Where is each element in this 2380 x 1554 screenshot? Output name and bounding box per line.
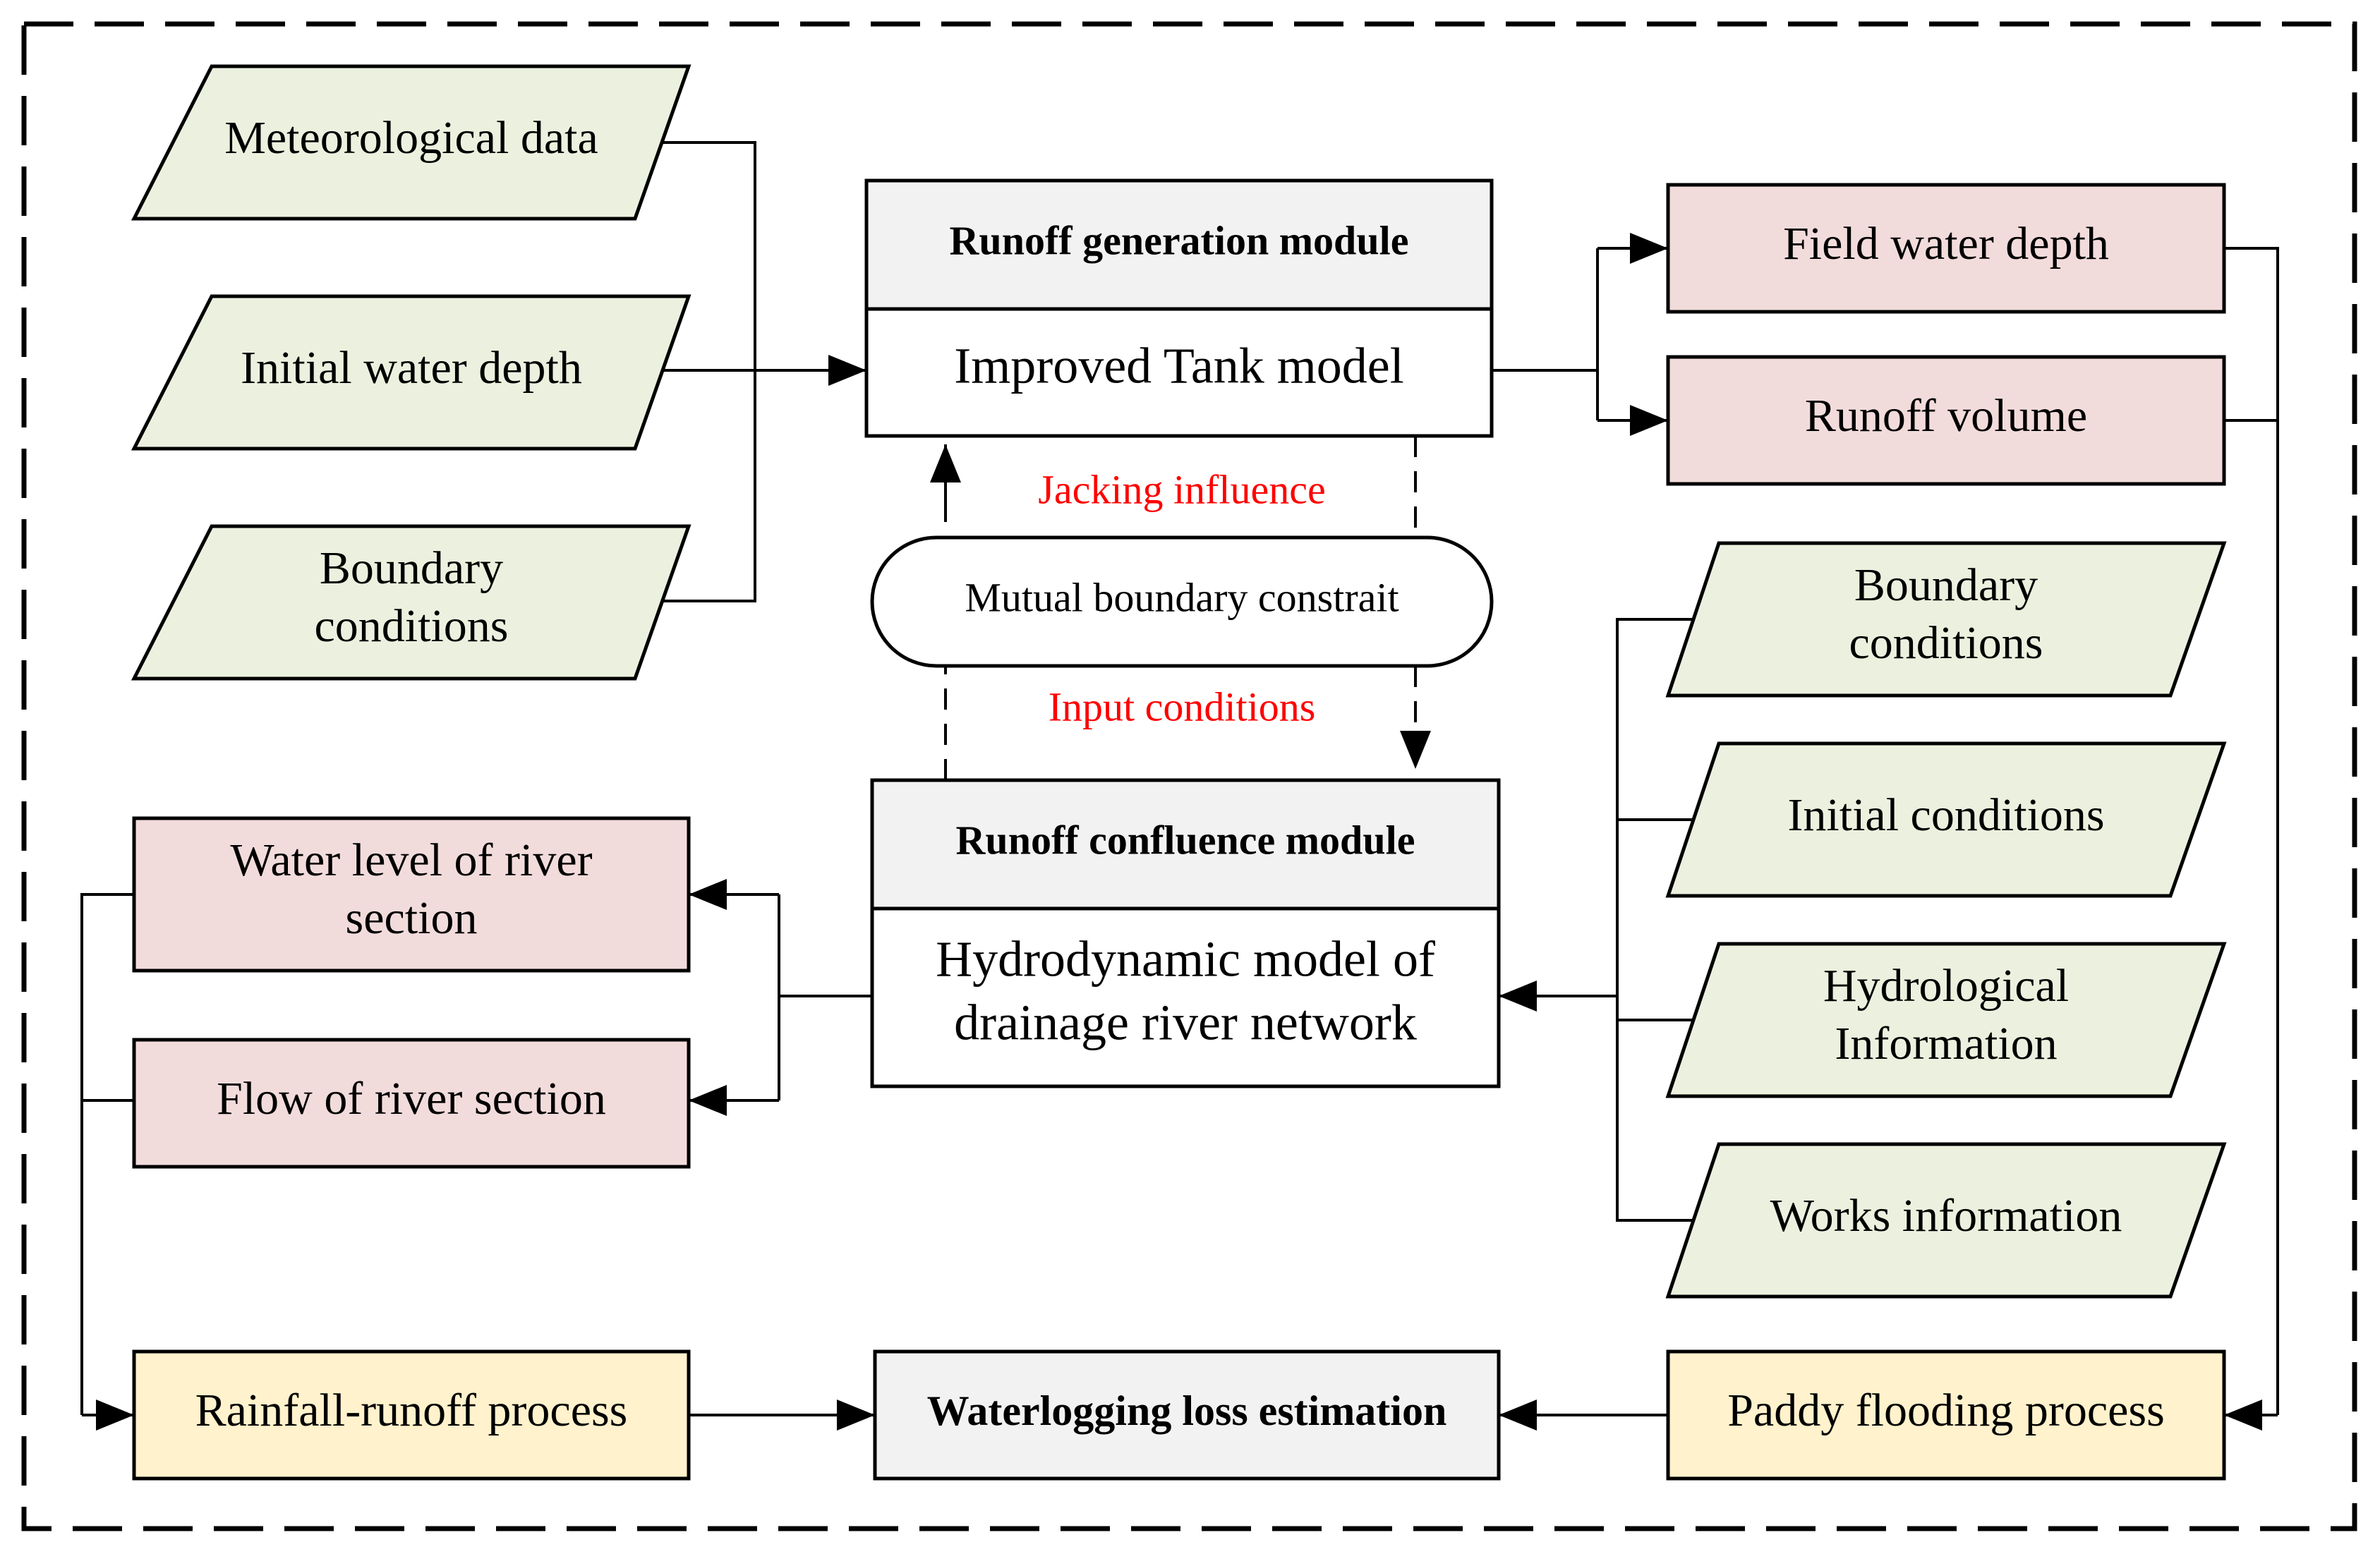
connector-confluence-outputs xyxy=(689,879,872,1116)
process-paddy-flooding: Paddy flooding process xyxy=(1666,1349,2226,1481)
process-rainfall-runoff: Rainfall-runoff process xyxy=(132,1349,691,1481)
loss-label: Waterlogging loss estimation xyxy=(927,1388,1447,1434)
input-conditions-label: Input conditions xyxy=(1049,684,1316,729)
input-boundary-conditions-left: Boundary conditions xyxy=(131,524,691,681)
field-depth-label: Field water depth xyxy=(1783,218,2109,269)
confluence-model-line2: drainage river network xyxy=(954,995,1417,1051)
outer-frame xyxy=(21,21,2357,1531)
input-hydrological-information: Hydrological Information xyxy=(1665,942,2227,1098)
mutual-boundary-constraint: Mutual boundary constrait xyxy=(870,535,1494,668)
output-water-level: Water level of river section xyxy=(132,816,691,973)
paddy-label: Paddy flooding process xyxy=(1727,1385,2165,1436)
input-initial-conditions-label: Initial conditions xyxy=(1787,789,2104,841)
flow-label: Flow of river section xyxy=(217,1073,606,1124)
water-level-line2: section xyxy=(346,892,478,944)
input-boundary-conditions-right: Boundary conditions xyxy=(1665,541,2227,698)
water-level-line1: Water level of river xyxy=(230,834,592,886)
generation-module-title: Runoff generation module xyxy=(950,217,1409,263)
input-initial-depth-label: Initial water depth xyxy=(241,342,582,394)
input-meteorological-label: Meteorological data xyxy=(224,112,598,164)
rainfall-label: Rainfall-runoff process xyxy=(195,1385,628,1436)
output-runoff-volume: Runoff volume xyxy=(1666,355,2226,486)
jacking-influence-label: Jacking influence xyxy=(1038,466,1325,512)
input-works-information: Works information xyxy=(1665,1142,2227,1299)
output-flow-river-section: Flow of river section xyxy=(132,1038,691,1169)
connector-right-inputs xyxy=(1499,618,1695,1222)
confluence-module-title: Runoff confluence module xyxy=(956,817,1415,863)
input-meteorological-data: Meteorological data xyxy=(131,64,691,221)
connector-left-loop xyxy=(80,893,134,1431)
runoff-generation-module: Runoff generation module Improved Tank m… xyxy=(864,178,1494,438)
confluence-model-line1: Hydrodynamic model of xyxy=(936,931,1435,988)
input-boundary-right-line2: conditions xyxy=(1849,617,2043,669)
input-initial-water-depth: Initial water depth xyxy=(131,294,691,451)
input-boundary-right-line1: Boundary xyxy=(1854,559,2038,611)
input-hydrological-line2: Information xyxy=(1835,1018,2057,1069)
runoff-confluence-module: Runoff confluence module Hydrodynamic mo… xyxy=(870,778,1501,1088)
runoff-volume-label: Runoff volume xyxy=(1805,390,2087,442)
input-works-label: Works information xyxy=(1770,1190,2122,1242)
constraint-label: Mutual boundary constrait xyxy=(965,574,1399,620)
connector-right-loop xyxy=(2224,247,2279,1431)
connector-left-inputs xyxy=(662,141,866,602)
connector-generation-outputs xyxy=(1492,233,1668,436)
connector-dashed xyxy=(944,436,1431,780)
input-boundary-left-line1: Boundary xyxy=(320,542,503,594)
generation-model-label: Improved Tank model xyxy=(954,338,1404,394)
input-initial-conditions: Initial conditions xyxy=(1665,741,2227,898)
output-field-water-depth: Field water depth xyxy=(1666,183,2226,314)
input-boundary-left-line2: conditions xyxy=(315,600,509,652)
waterlogging-loss-estimation: Waterlogging loss estimation xyxy=(873,1349,1501,1481)
input-hydrological-line1: Hydrological xyxy=(1823,960,2069,1012)
